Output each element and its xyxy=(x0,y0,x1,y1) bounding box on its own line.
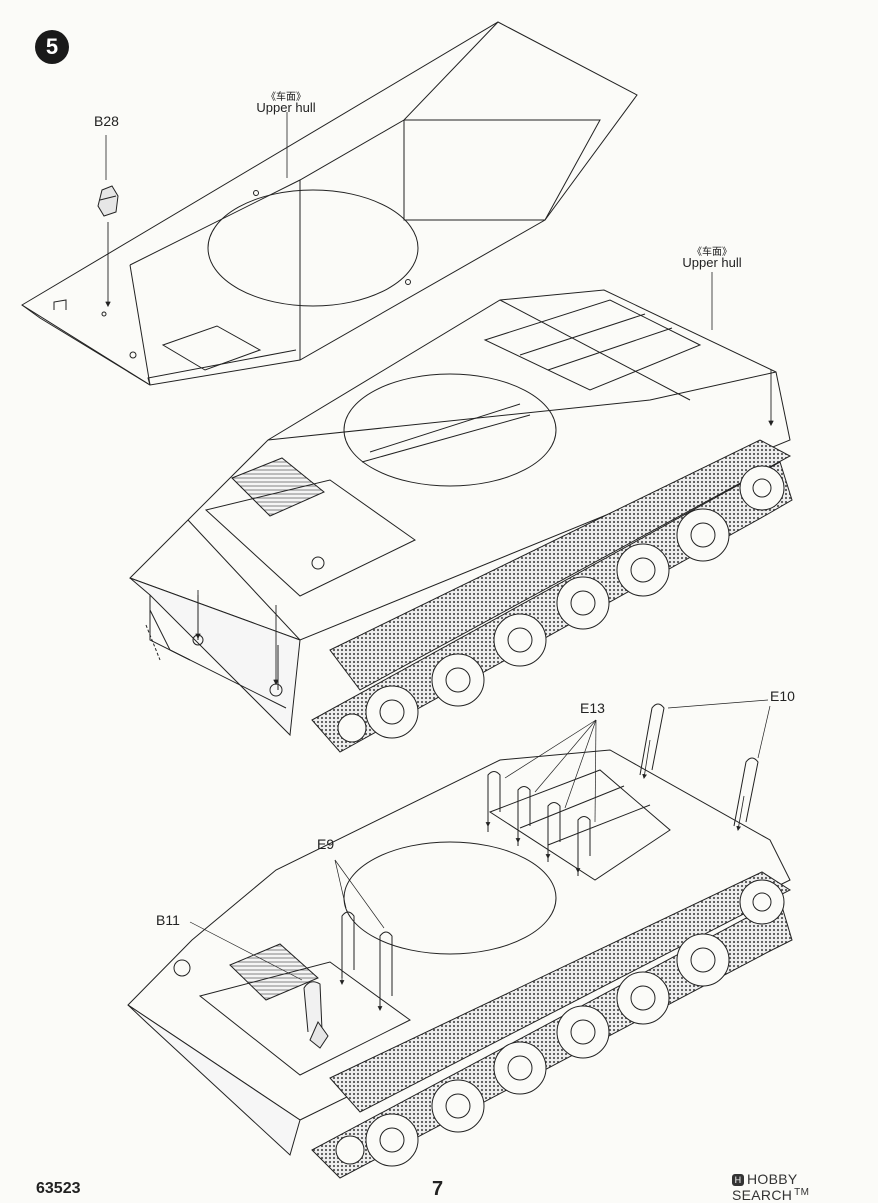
e10-label: E10 xyxy=(770,688,795,704)
part-b11 xyxy=(189,921,329,1049)
upper-hull-cn-label-top: 《车面》 xyxy=(266,92,306,103)
step-number-badge: 5 xyxy=(35,30,69,64)
upper-hull-plate-top xyxy=(21,21,638,386)
part-e10-handles xyxy=(639,699,771,831)
e13-label: E13 xyxy=(580,700,605,716)
part-e13-handles xyxy=(485,719,597,876)
product-code: 63523 xyxy=(36,1180,81,1197)
tank-hull-bottom xyxy=(127,699,793,1179)
upper-hull-label-mid: Upper hull xyxy=(682,255,742,270)
upper-hull-cn-label-mid: 《车面》 xyxy=(692,247,732,258)
watermark-brand: HOBBY SEARCH xyxy=(732,1171,798,1203)
b11-label: B11 xyxy=(156,912,180,928)
tank-hull-middle xyxy=(129,289,793,753)
part-e9-handles xyxy=(334,859,393,1011)
e9-label: E9 xyxy=(317,836,335,852)
b28-label: B28 xyxy=(94,113,119,129)
watermark-tm: TM xyxy=(794,1187,810,1198)
page-number: 7 xyxy=(432,1178,444,1200)
part-b28 xyxy=(97,135,119,308)
hobby-search-logo-icon: H xyxy=(732,1174,744,1186)
upper-hull-label-top: Upper hull xyxy=(256,100,316,115)
